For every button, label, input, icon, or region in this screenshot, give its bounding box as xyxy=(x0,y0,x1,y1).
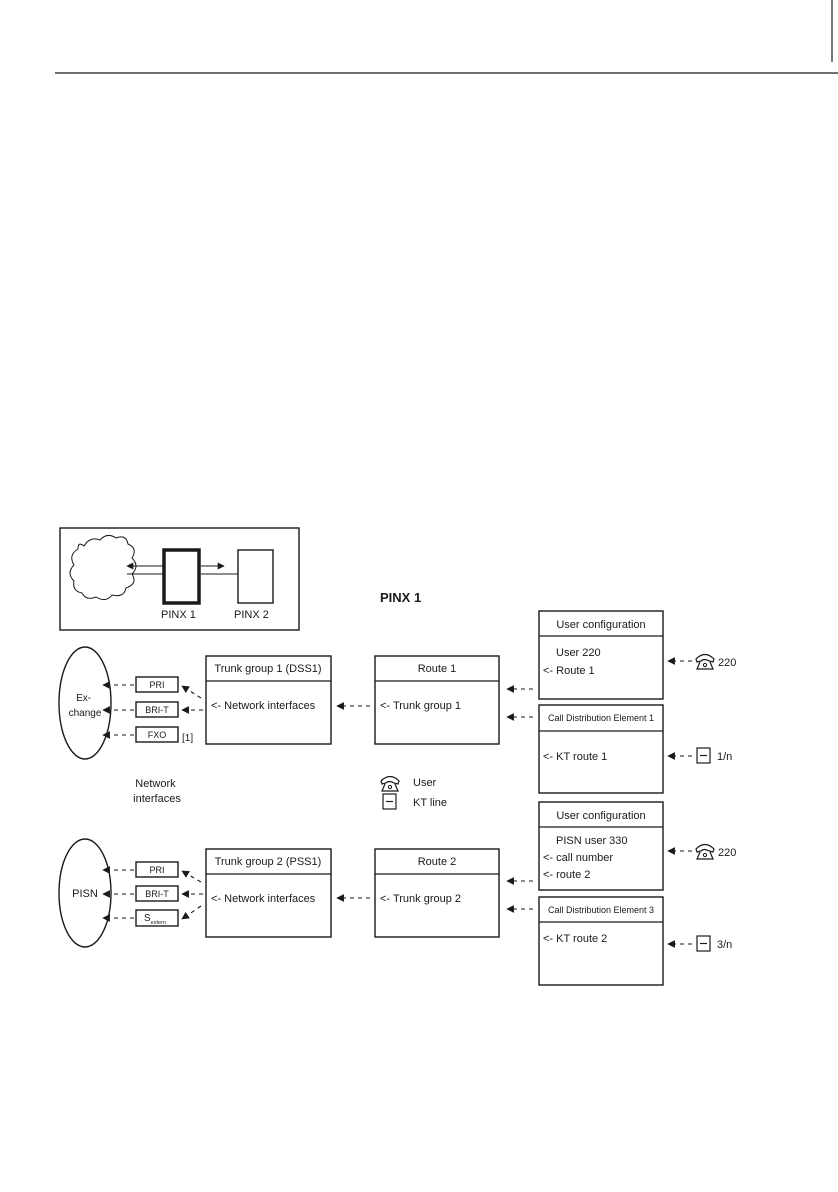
bottom-section: PISN PRI BRI-T Sextern Trunk group 2 (PS… xyxy=(58,801,736,986)
overview-pinx2-label: PINX 2 xyxy=(234,609,269,621)
trunk-group-1-box xyxy=(205,655,332,745)
route-1-box xyxy=(374,655,500,745)
trunk-group-1-title: Trunk group 1 (DSS1) xyxy=(214,663,321,675)
route-2-box xyxy=(374,848,500,938)
cde-1-line: <- KT route 1 xyxy=(543,751,607,763)
bottom-sextern-label: Sextern xyxy=(144,913,166,926)
kt-line-icon xyxy=(696,747,711,764)
exchange-label: Ex- change xyxy=(69,693,102,719)
exchange-ellipse xyxy=(58,646,112,760)
user-config-2-line: <- route 2 xyxy=(543,869,590,881)
top-bri-box xyxy=(135,701,179,718)
cde-3-title: Call Distribution Element 3 xyxy=(548,905,654,915)
trunk-group-2-title: Trunk group 2 (PSS1) xyxy=(215,856,322,868)
top-section: Ex- change PRI BRI-T FXO [1] Trunk group… xyxy=(58,610,736,794)
trunk-group-2-box xyxy=(205,848,332,938)
bottom-pri-label: PRI xyxy=(149,865,164,875)
pisn-ellipse xyxy=(58,838,112,948)
bottom-bri-label: BRI-T xyxy=(145,889,169,899)
network-interfaces-label: Network interfaces xyxy=(133,778,181,805)
pinx2-box xyxy=(237,549,274,604)
bottom-bri-box xyxy=(135,885,179,902)
user-config-2-title: User configuration xyxy=(556,810,645,822)
cde-1-box xyxy=(538,704,664,794)
bottom-sextern-box xyxy=(135,909,179,927)
top-bri-label: BRI-T xyxy=(145,705,169,715)
phone-icon xyxy=(380,775,400,792)
top-fxo-box xyxy=(135,726,179,743)
user-config-1-box xyxy=(538,610,664,700)
cde-1-title: Call Distribution Element 1 xyxy=(548,713,654,723)
trunk-group-1-body: <- Network interfaces xyxy=(211,700,316,712)
pinx1-box xyxy=(162,548,201,605)
user-config-2-line: <- call number xyxy=(543,852,613,864)
top-pri-label: PRI xyxy=(149,680,164,690)
bottom-kt-line-number: 3/n xyxy=(717,939,732,951)
user-config-1-title: User configuration xyxy=(556,619,645,631)
phone-icon xyxy=(695,653,715,670)
legend: User KT line xyxy=(380,775,447,810)
kt-line-icon xyxy=(696,935,711,952)
top-kt-line-number: 1/n xyxy=(717,751,732,763)
top-fxo-label: FXO xyxy=(148,730,167,740)
kt-line-icon xyxy=(382,793,397,810)
pisn-label: PISN xyxy=(72,888,98,900)
top-user-number: 220 xyxy=(718,657,736,669)
route-2-body: <- Trunk group 2 xyxy=(380,893,461,905)
cde-3-line: <- KT route 2 xyxy=(543,933,607,945)
overview-pinx1-label: PINX 1 xyxy=(161,609,196,621)
user-config-1-line: User 220 xyxy=(556,647,601,659)
network-cloud xyxy=(69,534,137,601)
overview-inset: PINX 1 PINX 2 xyxy=(59,527,300,631)
bottom-user-number: 220 xyxy=(718,847,736,859)
footnote-marker: [1] xyxy=(182,733,193,744)
user-config-1-line: <- Route 1 xyxy=(543,665,595,677)
user-config-2-line: PISN user 330 xyxy=(556,835,628,847)
route-1-title: Route 1 xyxy=(418,663,457,675)
route-1-body: <- Trunk group 1 xyxy=(380,700,461,712)
legend-kt-line-label: KT line xyxy=(413,797,447,809)
phone-icon xyxy=(695,843,715,860)
cde-3-box xyxy=(538,896,664,986)
bottom-pri-box xyxy=(135,861,179,878)
route-2-title: Route 2 xyxy=(418,856,457,868)
user-config-2-box xyxy=(538,801,664,891)
legend-user-label: User xyxy=(413,777,437,789)
diagram-title: PINX 1 xyxy=(380,590,421,605)
top-pri-box xyxy=(135,676,179,693)
trunk-group-2-body: <- Network interfaces xyxy=(211,893,316,905)
